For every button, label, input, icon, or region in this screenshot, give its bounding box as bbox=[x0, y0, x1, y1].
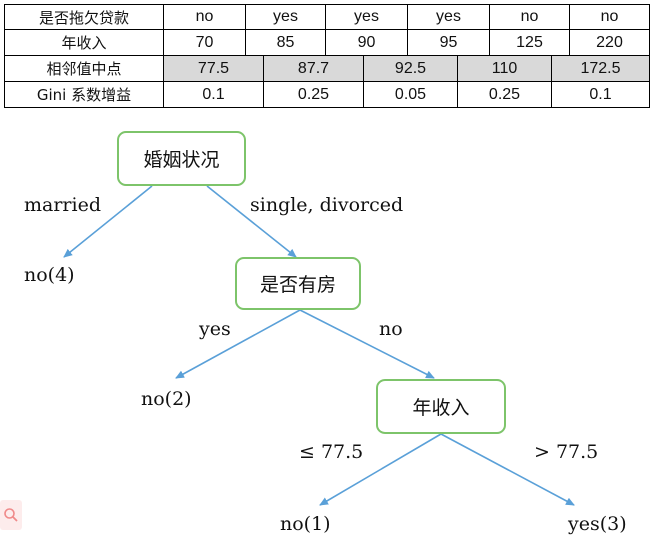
table-cell: 0.05 bbox=[364, 82, 458, 108]
edge-label-yes: yes bbox=[199, 318, 231, 340]
table-cell: no bbox=[490, 4, 570, 30]
table-cell: 95 bbox=[408, 30, 490, 56]
table-cell: 0.1 bbox=[552, 82, 650, 108]
edge-label-le-77-5: ≤ 77.5 bbox=[299, 441, 364, 463]
table-cell: yes bbox=[408, 4, 490, 30]
table-cell: yes bbox=[246, 4, 326, 30]
leaf-no-1: no(1) bbox=[280, 513, 331, 535]
table-cell: 0.25 bbox=[458, 82, 552, 108]
row-header-gini: Gini 系数增益 bbox=[4, 82, 164, 108]
edge-yes bbox=[175, 309, 301, 379]
table-cell: 0.1 bbox=[164, 82, 264, 108]
edge-gt bbox=[440, 433, 575, 506]
table-cell: 92.5 bbox=[364, 56, 458, 82]
table-cell: no bbox=[164, 4, 246, 30]
leaf-no-4: no(4) bbox=[24, 264, 75, 286]
edge-label-gt-77-5: > 77.5 bbox=[534, 441, 599, 463]
table-cell: 110 bbox=[458, 56, 552, 82]
node-has-house: 是否有房 bbox=[235, 257, 361, 310]
table-cell: 172.5 bbox=[552, 56, 650, 82]
table-cell: 70 bbox=[164, 30, 246, 56]
edge-no bbox=[299, 309, 435, 379]
table-cell: 220 bbox=[570, 30, 650, 56]
node-annual-income: 年收入 bbox=[376, 379, 506, 434]
edge-single-divorced bbox=[206, 185, 297, 258]
table-cell: yes bbox=[326, 4, 408, 30]
edge-label-single-divorced: single, divorced bbox=[250, 194, 404, 216]
table-cell: 125 bbox=[490, 30, 570, 56]
table-cell: 0.25 bbox=[264, 82, 364, 108]
search-icon bbox=[4, 508, 18, 522]
leaf-yes-3: yes(3) bbox=[568, 513, 627, 535]
table-cell: 87.7 bbox=[264, 56, 364, 82]
leaf-no-2: no(2) bbox=[141, 388, 192, 410]
row-header-income: 年收入 bbox=[4, 30, 164, 56]
edge-married bbox=[63, 185, 153, 258]
table-cell: 90 bbox=[326, 30, 408, 56]
edge-le bbox=[319, 433, 442, 506]
row-header-default: 是否拖欠贷款 bbox=[4, 4, 164, 30]
watermark-badge bbox=[0, 500, 22, 530]
edge-label-no: no bbox=[379, 318, 403, 340]
table-cell: 77.5 bbox=[164, 56, 264, 82]
row-header-midpoint: 相邻值中点 bbox=[4, 56, 164, 82]
node-marital-status: 婚姻状况 bbox=[117, 131, 246, 186]
table-cell: 85 bbox=[246, 30, 326, 56]
edge-label-married: married bbox=[24, 194, 101, 216]
